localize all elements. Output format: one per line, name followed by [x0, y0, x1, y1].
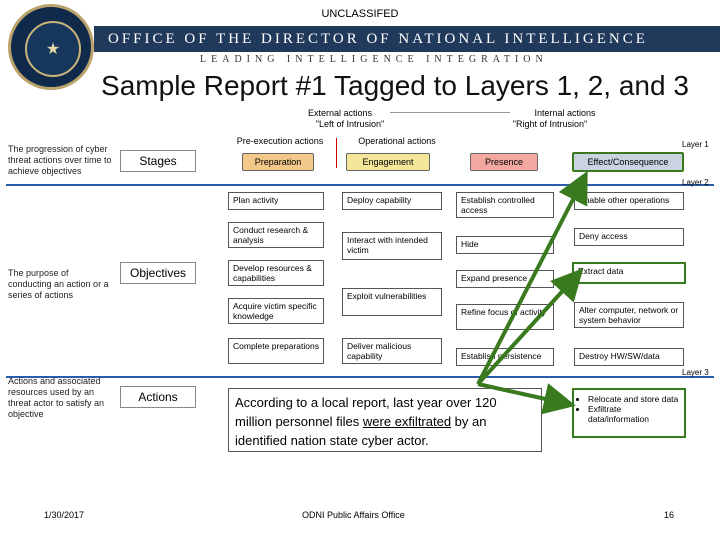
layer-divider-2: [6, 376, 714, 378]
operational-label: Operational actions: [358, 136, 436, 146]
page-number: 16: [664, 510, 675, 520]
header-banner: OFFICE OF THE DIRECTOR OF NATIONAL INTEL…: [94, 26, 720, 52]
objective-deny-access: Deny access: [574, 228, 684, 246]
page-title: Sample Report #1 Tagged to Layers 1, 2, …: [101, 70, 689, 101]
bullet-exfiltrate: Exfiltrate data/information: [588, 404, 684, 424]
stage-effect-consequence: Effect/Consequence: [572, 152, 684, 172]
footer-center: ODNI Public Affairs Office: [302, 510, 405, 520]
objective-deploy-capability: Deploy capability: [342, 192, 442, 210]
stage-presence: Presence: [470, 153, 538, 171]
objective-alter-behavior: Alter computer, network or system behavi…: [574, 302, 684, 328]
layer-2-label: Layer 2: [682, 178, 709, 187]
odni-seal-icon: ★: [8, 4, 94, 90]
stages-description: The progression of cyber threat actions …: [8, 144, 112, 176]
actions-label: Actions: [138, 390, 178, 404]
header-subbanner: LEADING INTELLIGENCE INTEGRATION: [200, 54, 548, 65]
quote-highlight: were exfiltrated: [362, 414, 452, 429]
external-actions-sub: "Left of Intrusion": [315, 119, 385, 129]
quote-text-post: by an identified nation state cyber acto…: [235, 414, 487, 448]
objective-interact-victim: Interact with intended victim: [342, 232, 442, 260]
external-actions-label: External actions: [307, 108, 373, 118]
objective-plan-activity: Plan activity: [228, 192, 324, 210]
objectives-box: Objectives: [120, 262, 196, 284]
objective-exploit-vulnerabilities: Exploit vulnerabilities: [342, 288, 442, 316]
stage-engagement: Engagement: [346, 153, 430, 171]
quote-text-pre: According to a local report, last year o…: [235, 395, 497, 429]
layer-3-label: Layer 3: [682, 368, 709, 377]
bullet-relocate: Relocate and store data: [588, 394, 684, 404]
objectives-description: The purpose of conducting an action or a…: [8, 268, 109, 300]
objectives-label: Objectives: [129, 266, 187, 280]
pre-execution-label: Pre-execution actions: [236, 136, 324, 146]
objective-destroy-hw-sw-data: Destroy HW/SW/data: [574, 348, 684, 366]
objective-conduct-research: Conduct research & analysis: [228, 222, 324, 248]
actions-description: Actions and associated resources used by…: [8, 376, 105, 419]
objective-hide: Hide: [456, 236, 554, 254]
arrow-to-bullets: [477, 382, 576, 415]
objective-develop-resources: Develop resources & capabilities: [228, 260, 324, 286]
internal-actions-sub: "Right of Intrusion": [512, 119, 588, 129]
stages-box: Stages: [120, 150, 196, 172]
actions-box: Actions: [120, 386, 196, 408]
objective-acquire-knowledge: Acquire victim specific knowledge: [228, 298, 324, 324]
classification-label: UNCLASSIFED: [321, 8, 399, 20]
layer-1-label: Layer 1: [682, 140, 709, 149]
objective-complete-preparations: Complete preparations: [228, 338, 324, 364]
report-quote: According to a local report, last year o…: [228, 388, 542, 452]
objective-establish-controlled-access: Establish controlled access: [456, 192, 554, 218]
objective-deliver-malicious: Deliver malicious capability: [342, 338, 442, 364]
arrow-to-effect: [476, 170, 588, 385]
footer-date: 1/30/2017: [44, 510, 85, 520]
layer-divider-1: [6, 184, 714, 186]
stage-preparation: Preparation: [242, 153, 314, 171]
header-divider: [390, 112, 510, 113]
stages-label: Stages: [139, 154, 177, 168]
intrusion-divider: [336, 138, 337, 168]
internal-actions-label: Internal actions: [534, 108, 596, 118]
arrow-to-extract-data: [476, 268, 584, 386]
